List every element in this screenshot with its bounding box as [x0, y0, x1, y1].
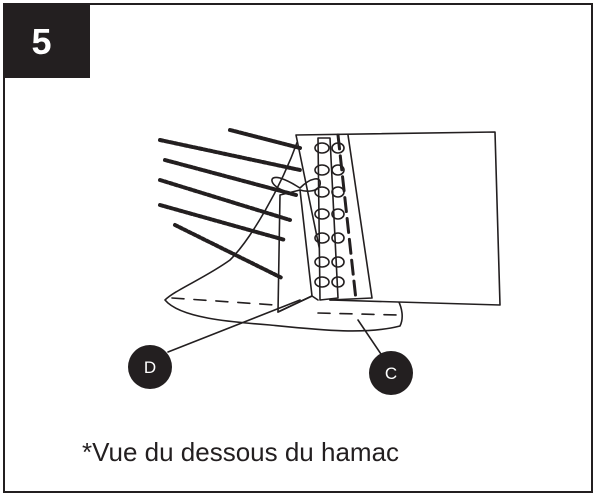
seam-dashed-line [171, 297, 399, 316]
cord-knot [271, 176, 321, 192]
callout-d-label: D [144, 358, 156, 377]
step-number-badge: 5 [5, 5, 90, 78]
spreader-strip-heavy [336, 133, 358, 302]
callout-c-circle [369, 351, 413, 395]
attachment-rings [314, 142, 345, 288]
caption-text: *Vue du dessous du hamac [82, 437, 400, 467]
step-frame: 5 [3, 3, 593, 493]
hammock-bed-outline [164, 139, 403, 332]
leader-line-c [357, 319, 386, 361]
callout-c-label: C [385, 364, 397, 383]
spreader-bar-d [277, 189, 313, 313]
spreader-edge [329, 134, 373, 301]
leader-line-d [167, 299, 301, 353]
callout-d-circle [128, 345, 172, 389]
hammock-cords [158, 128, 302, 280]
